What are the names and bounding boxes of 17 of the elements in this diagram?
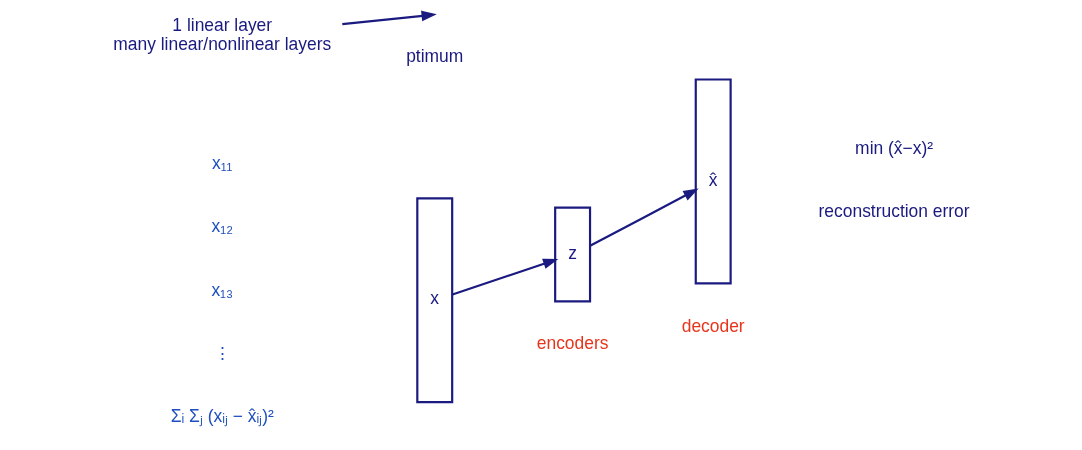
node-box: x̂ (694, 78, 732, 285)
label: ptimum (406, 46, 464, 67)
arrow (452, 258, 559, 296)
label: Σᵢ Σⱼ (xᵢⱼ − x̂ᵢⱼ)² (170, 406, 274, 427)
node-box: x (416, 197, 454, 404)
label: x₁₁ (212, 153, 233, 174)
label: x₁₃ (211, 279, 234, 300)
node-box: z (554, 206, 592, 303)
label: min (x̂−x)² (855, 137, 934, 158)
label: encoders (536, 333, 609, 354)
label: reconstruction error (818, 201, 970, 222)
label: decoder (681, 315, 745, 336)
node-text: 1 linear layer many linear/nonlinear layers (113, 14, 332, 55)
arrow (342, 10, 437, 26)
arrow (589, 188, 699, 247)
label: ⋮ (213, 342, 231, 363)
label: x₁₂ (211, 216, 233, 237)
